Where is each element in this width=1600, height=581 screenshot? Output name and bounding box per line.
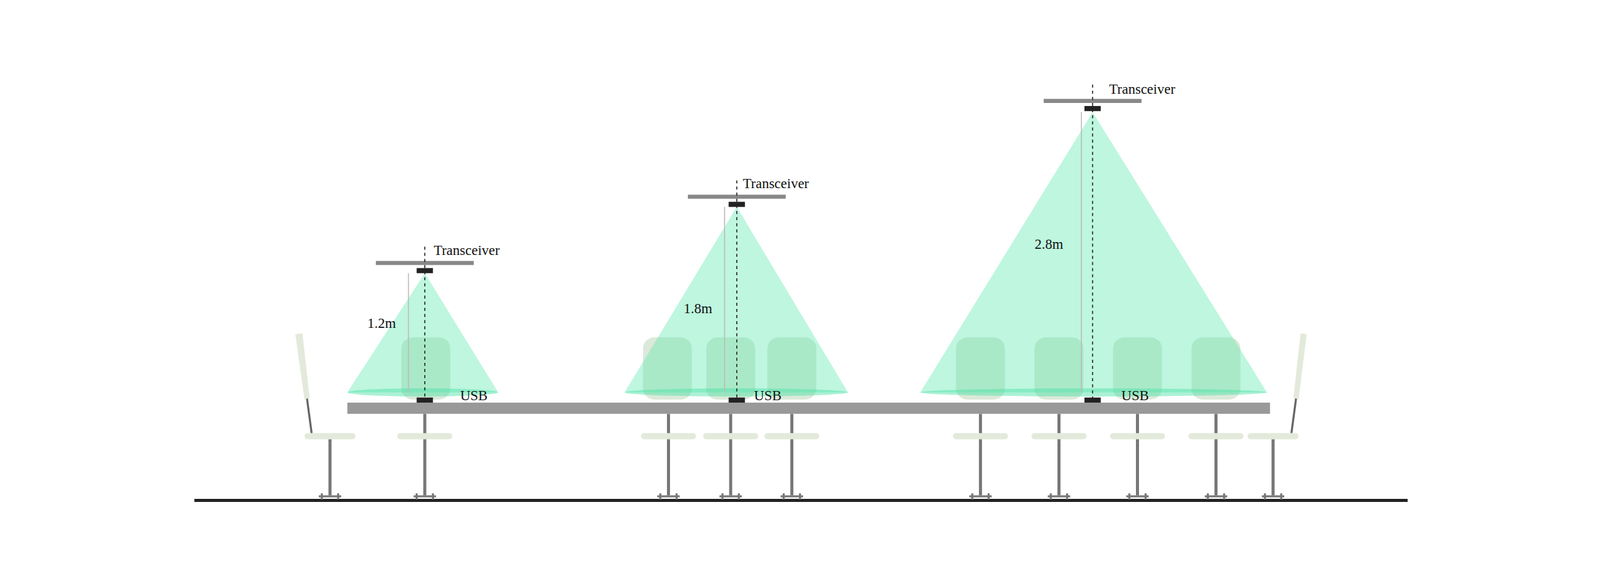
coverage-cone: [920, 112, 1267, 393]
stool-seat: [952, 433, 1008, 440]
stool-seat: [764, 433, 820, 440]
usb-mount: [1084, 397, 1101, 403]
transceiver-mount: [728, 201, 746, 207]
table-post: [1214, 413, 1218, 496]
measure-line: [723, 207, 726, 393]
usb-mount: [416, 397, 434, 403]
port-label: USB: [460, 388, 488, 404]
chair-cushion: [295, 333, 310, 400]
stool-seat: [703, 433, 759, 440]
cone-base: [920, 388, 1267, 397]
post-foot: [969, 493, 992, 500]
table-post: [979, 413, 983, 496]
table-top: [347, 402, 1271, 414]
post-foot: [1126, 493, 1149, 500]
stool-seat: [1188, 433, 1244, 440]
post-foot: [780, 493, 804, 500]
port-label: USB: [1121, 388, 1149, 404]
post-foot: [413, 493, 437, 500]
transceiver-mount: [416, 267, 434, 273]
device-label: Transceiver: [433, 243, 500, 259]
chair-post: [328, 439, 332, 496]
device-label: Transceiver: [1108, 82, 1176, 98]
axis-dashed-line: [1091, 84, 1094, 400]
post-foot: [1261, 493, 1285, 500]
post-foot: [1047, 493, 1071, 500]
height-dimension: 1.8m: [683, 301, 713, 317]
table-post: [728, 413, 732, 496]
axis-dashed-line: [736, 180, 738, 400]
measure-line: [408, 273, 410, 393]
coverage-cone: [347, 273, 499, 393]
chair-seat: [1247, 433, 1299, 440]
stool-seat: [641, 433, 697, 440]
device-label: Transceiver: [742, 175, 810, 192]
post-foot: [318, 493, 342, 500]
stool-seat: [397, 433, 453, 440]
stool-seat: [1110, 433, 1166, 440]
height-dimension: 1.2m: [367, 315, 397, 332]
table-post: [1135, 413, 1140, 496]
measure-line: [1080, 112, 1082, 393]
post-foot: [719, 493, 743, 500]
chair-cushion: [1293, 333, 1307, 400]
chair-seat: [304, 433, 356, 440]
stool-seat: [1031, 433, 1087, 440]
post-foot: [1204, 493, 1228, 500]
height-dimension: 2.8m: [1034, 237, 1064, 253]
table-post: [422, 413, 427, 496]
post-foot: [657, 493, 680, 500]
table-post: [666, 413, 671, 496]
table-post: [790, 413, 794, 496]
usb-mount: [728, 397, 746, 403]
port-label: USB: [754, 388, 782, 404]
chair-post: [1271, 439, 1275, 496]
transceiver-mount: [1084, 106, 1101, 111]
table-post: [1057, 413, 1061, 496]
